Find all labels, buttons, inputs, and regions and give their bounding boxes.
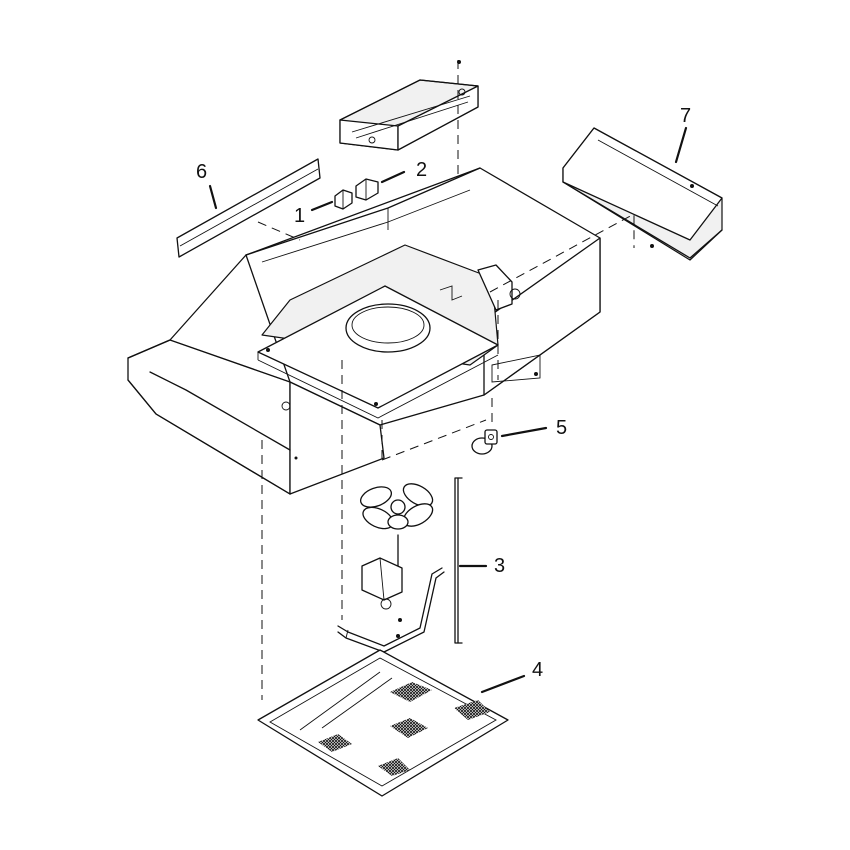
callout-2: 2 <box>416 159 427 181</box>
part-2-clip <box>355 178 379 201</box>
damper-housing <box>339 79 479 151</box>
part-6-trim-strip <box>176 158 321 258</box>
callout-4: 4 <box>532 659 543 681</box>
callout-6: 6 <box>196 161 207 183</box>
callout-7: 7 <box>680 105 691 127</box>
part-7-duct-piece <box>562 127 723 261</box>
range-hood-body <box>127 167 601 495</box>
part-4-grease-filter <box>257 649 509 797</box>
part-3-blower-assembly <box>337 477 463 653</box>
part-1-clip <box>334 189 353 210</box>
callout-5: 5 <box>556 417 567 439</box>
part-5-lamp-socket <box>471 429 498 455</box>
callout-3: 3 <box>494 555 505 577</box>
callout-1: 1 <box>294 205 305 227</box>
